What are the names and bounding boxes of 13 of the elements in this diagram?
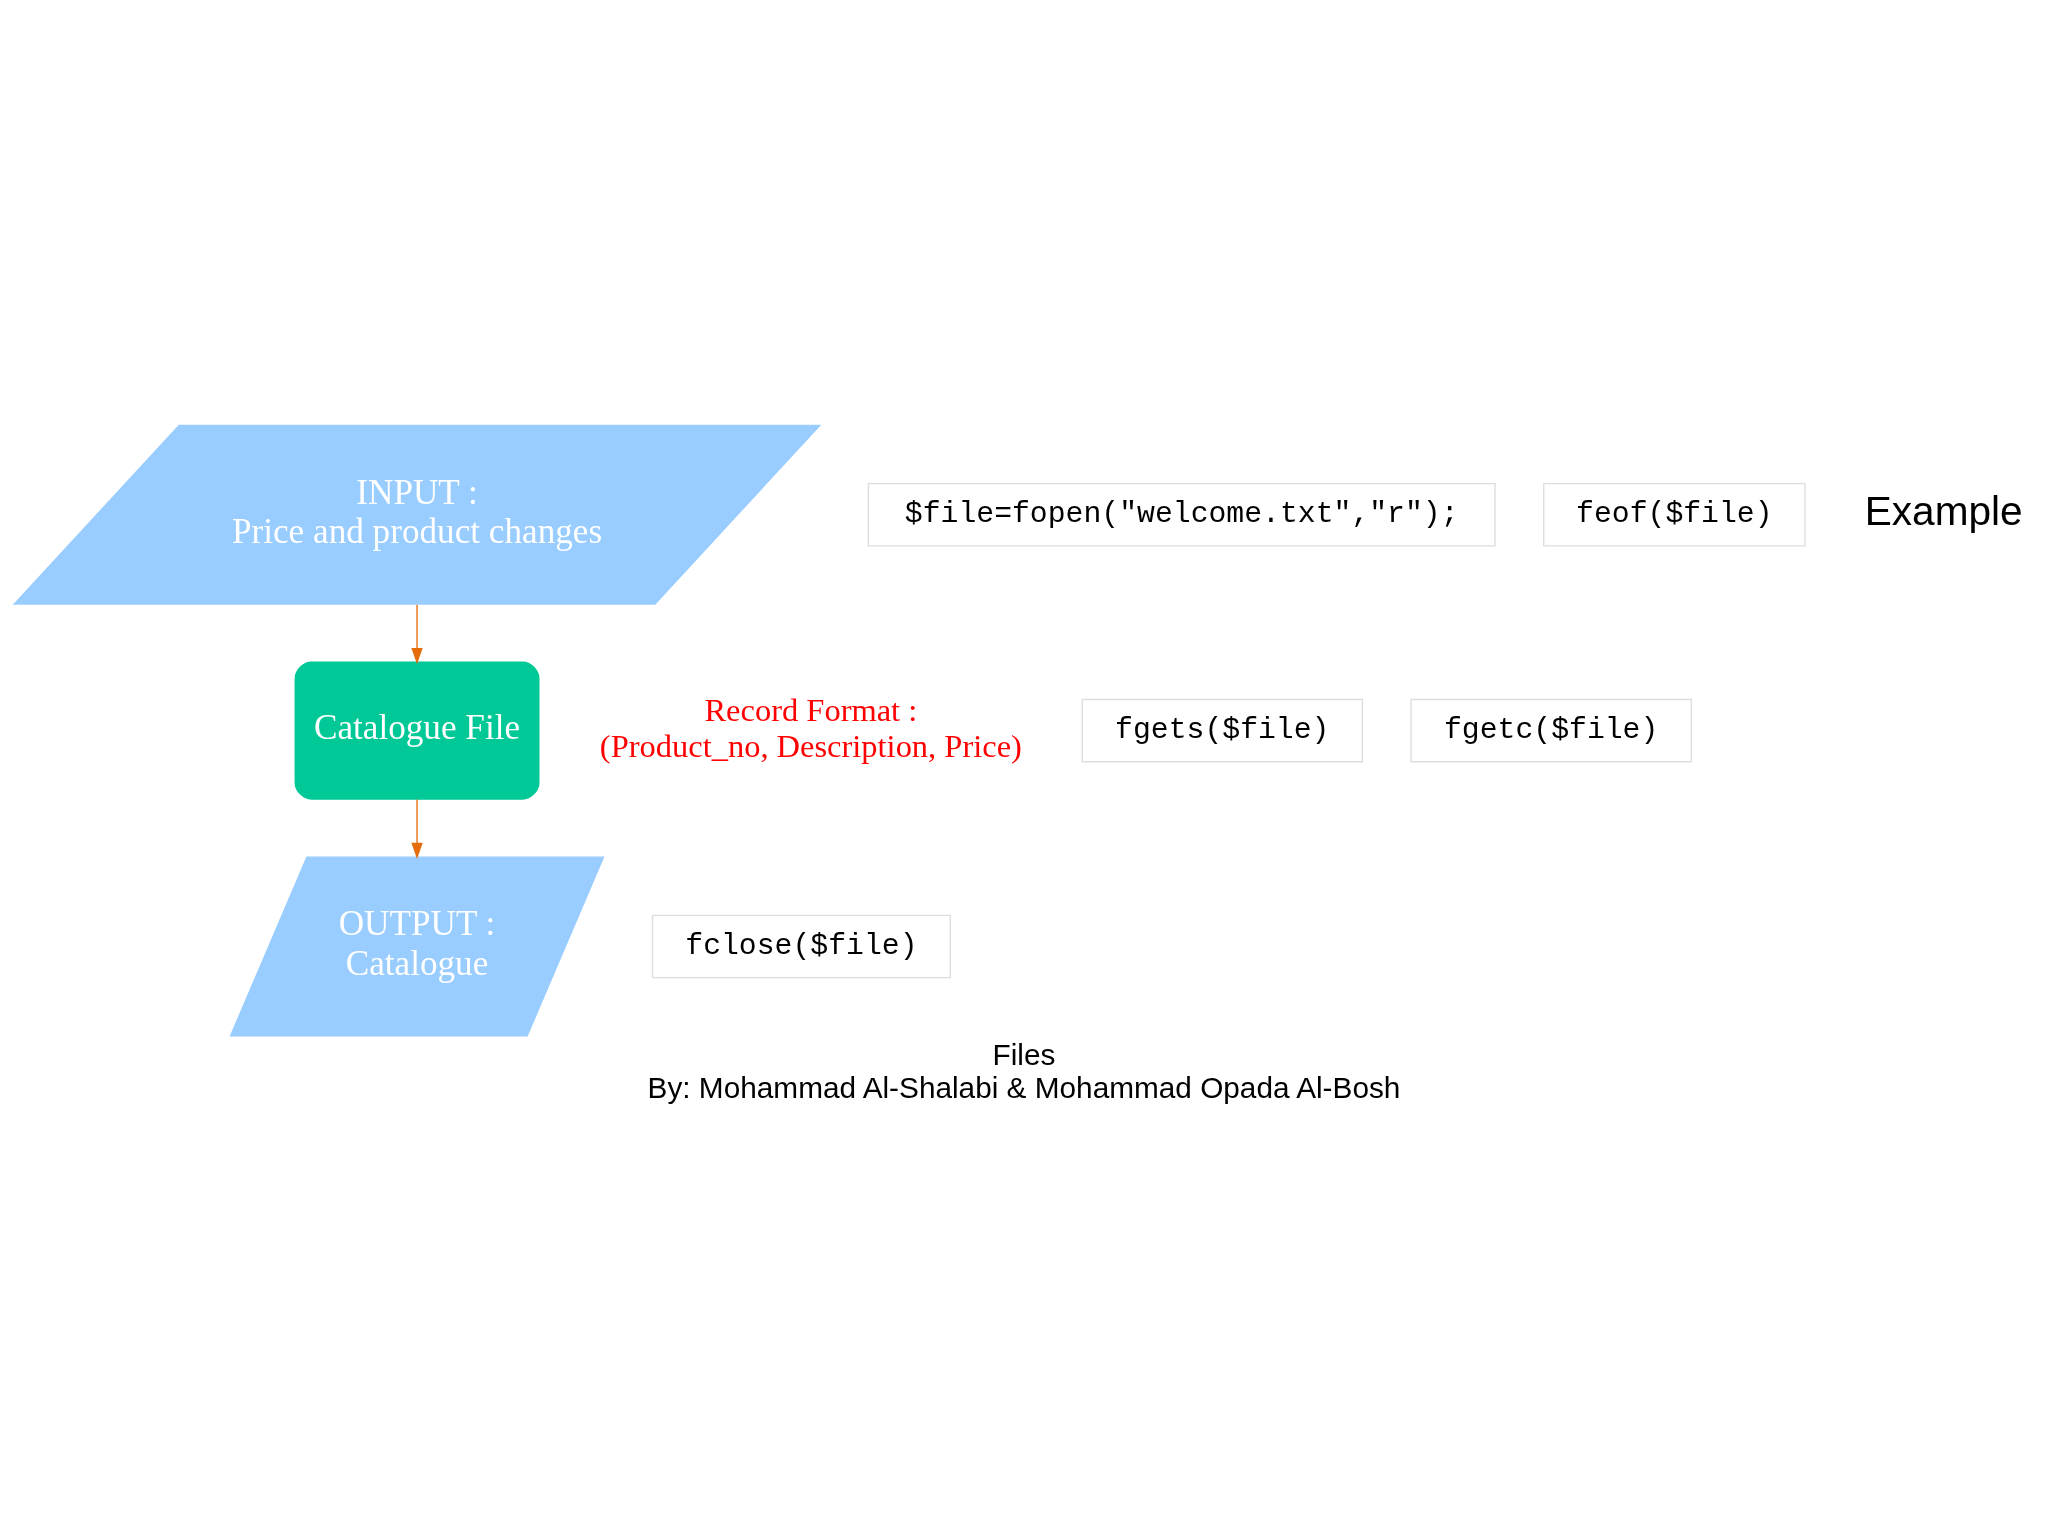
node-box: Catalogue File [294, 661, 540, 800]
diagram-title: Files [992, 1037, 1056, 1071]
arrow [411, 798, 423, 859]
node-box: feof($file) [1543, 482, 1806, 547]
label: Example [1864, 487, 2023, 534]
node-box: fgets($file) [1081, 698, 1364, 762]
node-label: Record Format : [704, 691, 918, 728]
node-box: fgetc($file) [1410, 698, 1692, 762]
node-box: $file=fopen("welcome.txt","r"); [867, 482, 1496, 547]
node-label: (Product_no, Description, Price) [599, 727, 1022, 764]
arrow [411, 603, 423, 664]
caption: By: Mohammad Al-Shalabi & Mohammad Opada Al-Bosh [647, 1070, 1401, 1104]
node-box: fclose($file) [651, 914, 951, 978]
